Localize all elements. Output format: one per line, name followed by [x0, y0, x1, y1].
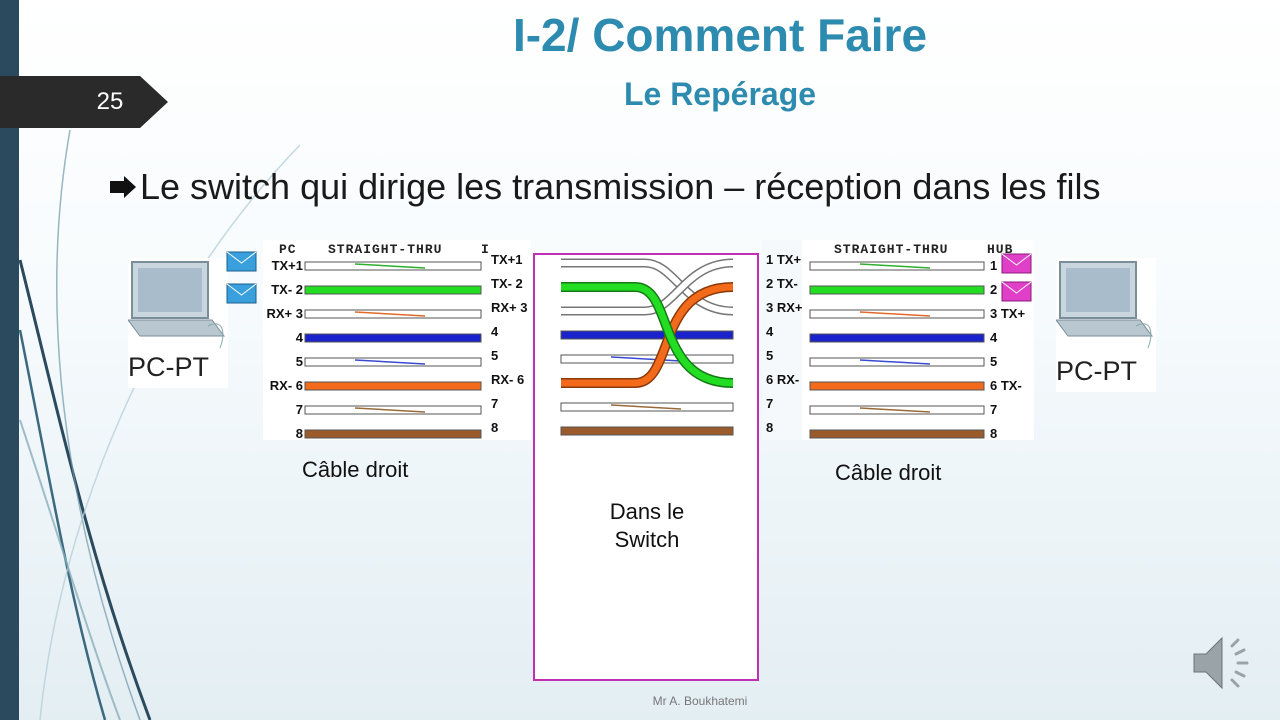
wire-crossover-3-1-core [561, 260, 734, 314]
left-sidebar-bar [0, 0, 19, 720]
slide-number-badge [0, 76, 168, 128]
right-cable-pin-right: 7 [990, 402, 997, 417]
wire-stripe-1 [859, 263, 931, 269]
right-cable-pin-left: 6 RX- [766, 372, 799, 387]
left-cable-pin-right: 5 [491, 348, 498, 363]
wire-8 [304, 429, 482, 439]
arrow-bullet-icon [108, 166, 140, 208]
left-cable-header-pc: PC [279, 242, 297, 257]
footer-author: Mr A. Boukhatemi [652, 694, 748, 708]
right-cable-pin-left: 1 TX+ [766, 252, 801, 267]
wire-8 [809, 429, 985, 439]
right-cable-header-right: HUB [987, 242, 1013, 257]
left-cable-pin-right: 4 [491, 324, 499, 339]
right-pc-label: PC-PT [1056, 356, 1137, 386]
right-cable-header-mid: STRAIGHT-THRU [834, 242, 948, 257]
bullet-text: Le switch qui dirige les transmission – … [140, 166, 1101, 207]
left-cable-pin-right: RX- 6 [491, 372, 524, 387]
slide-number: 25 [96, 88, 124, 115]
left-pc-label: PC-PT [128, 352, 209, 382]
left-cable-pin-left: RX+ 3 [267, 306, 304, 321]
right-cable-pin-right: 8 [990, 426, 997, 440]
decorative-curves [18, 129, 300, 720]
left-cable-pin-left: TX- 2 [271, 282, 303, 297]
left-cable-pin-left: 7 [296, 402, 303, 417]
envelope-icon [226, 283, 257, 304]
left-cable-pin-right: TX- 2 [491, 276, 523, 291]
right-cable-caption: Câble droit [835, 460, 942, 485]
wire-8 [560, 426, 734, 436]
right-cable-pin-left: 8 [766, 420, 773, 435]
envelope-icons-left [226, 251, 257, 304]
wire-stripe-3 [859, 311, 931, 317]
left-cable-pin-left: 5 [296, 354, 303, 369]
left-cable-pin-right: RX+ 3 [491, 300, 528, 315]
pc-icon [127, 261, 225, 349]
wire-2 [304, 285, 482, 295]
right-cable-pin-left: 3 RX+ [766, 300, 803, 315]
left-straight-cable-diagram: PC STRAIGHT-THRU I TX+1TX- 2 RX+ 3 4 5RX- 6… [263, 240, 531, 440]
left-cable-header-mid: STRAIGHT-THRU [328, 242, 442, 257]
bullet-point: Le switch qui dirige les transmission – … [108, 166, 1258, 208]
wire-stripe-5 [354, 359, 426, 365]
left-pc-device: PC-PT [127, 258, 228, 388]
left-cable-pin-right: TX+1 [491, 252, 522, 267]
left-cable-pin-left: TX+1 [272, 258, 303, 273]
left-cable-pin-left: 8 [296, 426, 303, 440]
right-cable-pin-left: 4 [766, 324, 774, 339]
wire-6 [809, 381, 985, 391]
speaker-icon[interactable] [1192, 632, 1256, 694]
left-cable-pin-right: 7 [491, 396, 498, 411]
left-cable-header-right: I [481, 242, 490, 257]
right-cable-pin-right: 2 [990, 282, 997, 297]
right-cable-pin-right: 5 [990, 354, 997, 369]
right-cable-pin-right: 4 [990, 330, 998, 345]
wire-stripe-5 [859, 359, 931, 365]
switch-caption: Dans le Switch [560, 498, 734, 554]
wire-stripe-3 [354, 311, 426, 317]
wire-stripe-5 [610, 356, 682, 362]
right-pc-device: PC-PT [1055, 258, 1156, 392]
wire-4 [560, 330, 734, 340]
envelope-icons-right [1001, 253, 1032, 302]
left-cable-caption: Câble droit [302, 457, 409, 482]
right-cable-pin-right: 6 TX- [990, 378, 1022, 393]
left-cable-pin-right: 8 [491, 420, 498, 435]
wire-4 [304, 333, 482, 343]
wire-stripe-7 [859, 407, 931, 413]
wire-stripe-7 [610, 404, 682, 410]
envelope-icon [1001, 253, 1032, 274]
wire-4 [809, 333, 985, 343]
right-cable-pin-left: 5 [766, 348, 773, 363]
wire-stripe-7 [354, 407, 426, 413]
right-cable-pin-right: 3 TX+ [990, 306, 1025, 321]
envelope-icon [1001, 281, 1032, 302]
wire-crossover-2-6-core [561, 283, 734, 387]
wire-6 [304, 381, 482, 391]
switch-box [533, 253, 759, 681]
slide-subtitle: Le Repérage [623, 76, 817, 112]
left-cable-pin-left: 4 [296, 330, 304, 345]
right-straight-cable-diagram: STRAIGHT-THRU HUB 1 TX+ 2 TX- 3 RX+ 4 5 6 RX-… [762, 240, 1034, 440]
wire-2 [809, 285, 985, 295]
switch-caption-line2: Switch [614, 527, 680, 552]
switch-crossover-diagram [560, 258, 734, 436]
switch-caption-line1: Dans le [609, 499, 685, 524]
wire-stripe-1 [354, 263, 426, 269]
left-cable-pin-left: RX- 6 [270, 378, 303, 393]
right-cable-pin-left: 7 [766, 396, 773, 411]
slide-title: I-2/ Comment Faire [512, 9, 928, 61]
right-cable-pin-right: 1 [990, 258, 997, 273]
pc-icon [1055, 261, 1153, 349]
right-cable-pin-left: 2 TX- [766, 276, 798, 291]
envelope-icon [226, 251, 257, 272]
